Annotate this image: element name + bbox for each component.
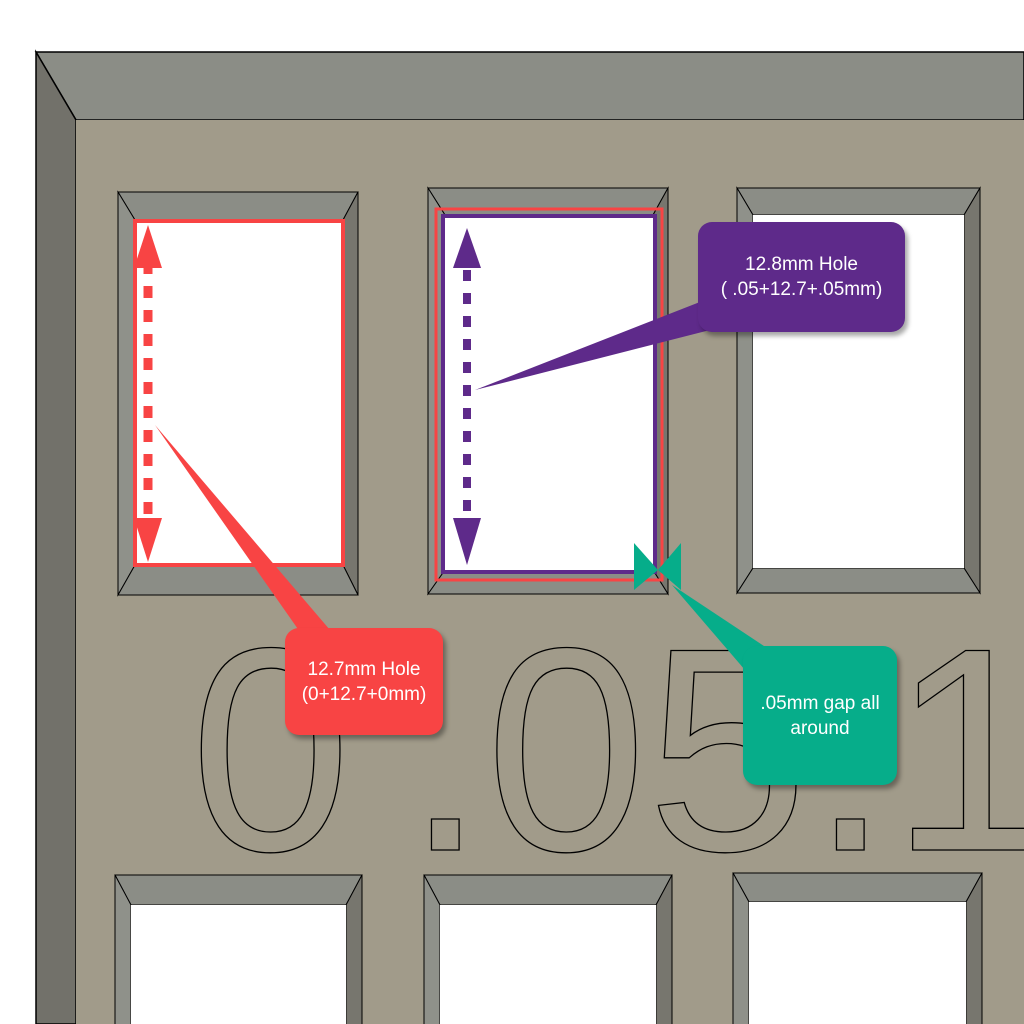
hole-2 [445,215,653,570]
red-callout: 12.7mm Hole (0+12.7+0mm) [285,628,443,735]
hole-bevel [117,190,136,597]
hole-bevel [114,874,132,1024]
hole-bevel [655,874,673,1024]
purple-callout-pointer [475,300,710,390]
teal-gap-marker-right-icon [658,543,681,590]
teal-gap-marker-left-icon [634,543,658,590]
hole-bevel [732,872,750,1024]
purple-callout: 12.8mm Hole ( .05+12.7+.05mm) [698,222,905,332]
red-reference-outline [434,207,664,582]
purple-hole-outline [441,214,657,574]
purple-arrow-down-icon [453,518,481,565]
hole-bevel [345,874,363,1024]
hole-1 [135,220,343,565]
hole-4 [131,905,346,1024]
red-arrow-up-icon [134,225,162,268]
plate-top-bevel [34,51,1024,121]
red-callout-pointer [155,425,330,632]
teal-callout-pointer [672,585,770,670]
hole-bevel [963,186,981,595]
hole-bevel [965,872,983,1024]
hole-bevel [423,874,441,1024]
hole-bevel [117,191,359,221]
teal-callout: .05mm gap all around [743,646,897,785]
red-arrow-down-icon [134,518,162,562]
red-hole-outline [133,219,345,567]
hole-5 [440,905,656,1024]
hole-bevel [427,187,669,216]
hole-bevel [342,191,359,596]
hole-6 [749,902,966,1024]
plate-left-bevel [35,49,77,1024]
purple-arrow-up-icon [453,228,481,268]
hole-bevel [736,187,981,216]
